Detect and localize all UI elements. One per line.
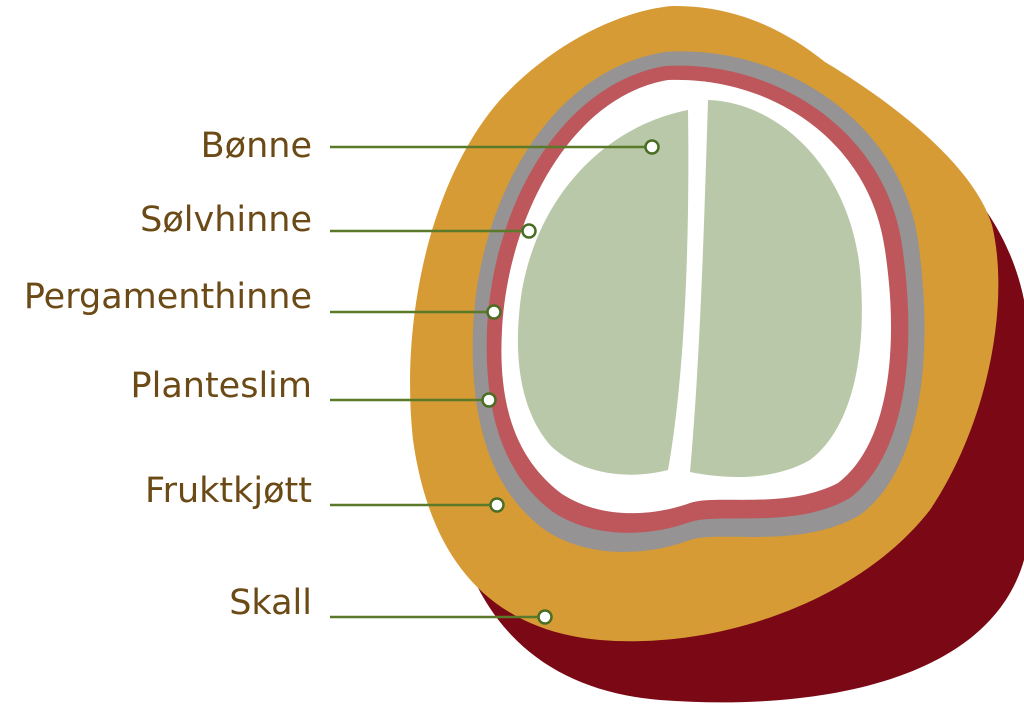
leader-dot-mucilage	[481, 392, 497, 408]
bean-left-half	[517, 110, 689, 475]
leader-dot-pulp	[489, 497, 505, 513]
leader-dot-skin	[537, 609, 553, 625]
leader-dot-bean	[644, 139, 660, 155]
label-pulp: Fruktkjøtt	[145, 471, 312, 511]
leader-dot-silverskin	[521, 223, 537, 239]
bean-right-half	[690, 100, 862, 477]
leader-dot-parchment	[486, 304, 502, 320]
label-parchment: Pergamenthinne	[24, 277, 312, 317]
label-silverskin: Sølvhinne	[140, 200, 312, 240]
label-skin: Skall	[229, 583, 312, 623]
label-mucilage: Planteslim	[131, 366, 313, 406]
label-bean: Bønne	[201, 126, 312, 166]
